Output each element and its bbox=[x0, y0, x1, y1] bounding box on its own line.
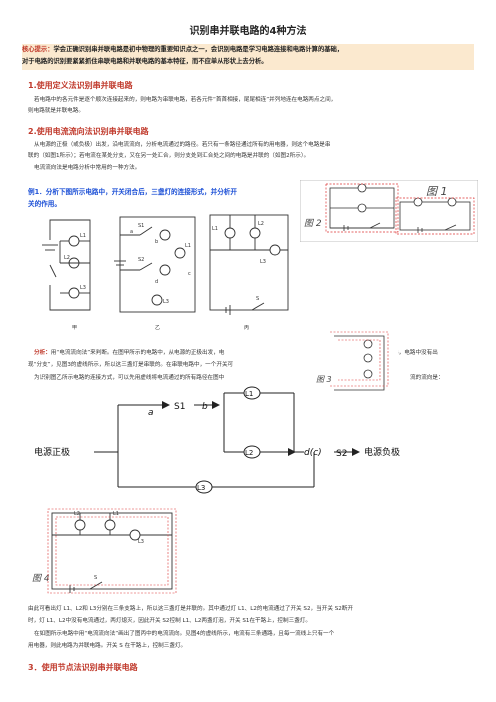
figure-4-label: 图 4 bbox=[32, 573, 50, 584]
flow-a: a bbox=[148, 408, 154, 418]
analysis-line1b: L3，电路中没有出 bbox=[392, 350, 438, 356]
conclusion-line2: 时，灯 L1、L2中没有电流通过，两灯熄灭，因此开关 S2控制 L1、L2两盏灯… bbox=[28, 618, 311, 624]
section2-line2: 联的（如图1所示）；若电流在某处分支，又在另一处汇合，则分支处到汇合处之间的电路… bbox=[28, 153, 310, 159]
yi-c: c bbox=[188, 271, 191, 277]
flow-positive: 电源正极 bbox=[34, 446, 70, 458]
section1-line1: 若电路中的各元件是逐个顺次连接起来的，则电路为串联电路，若各元件“首首相接，尾尾… bbox=[34, 97, 337, 103]
fig4-s: S bbox=[94, 575, 97, 581]
flow-b: b bbox=[202, 402, 208, 412]
example1-text1: 分析下图所示电路中，开关闭合后，三盏灯的连接形式，并分析开 bbox=[45, 188, 237, 196]
bing-l2: L2 bbox=[258, 221, 264, 227]
yi-l1: L1 bbox=[185, 243, 191, 249]
figure-2-label: 图 2 bbox=[304, 218, 322, 229]
section1-line2: 则电路就是并联电路。 bbox=[28, 108, 84, 114]
page-title: 识别串并联电路的4种方法 bbox=[189, 26, 307, 37]
fig4-l3: L3 bbox=[138, 539, 144, 545]
analysis-line2: 现“分支”，见图3的虚线所示，所以这三盏灯是串联的。在串联电路中，一个开关可 bbox=[28, 362, 234, 368]
fig4-l2: L2 bbox=[74, 511, 80, 517]
figure-3: 图 3 bbox=[314, 330, 398, 394]
jia-l2: L2 bbox=[64, 255, 70, 261]
conclusion-line4: 用电器，则此电路为并联电路。开关 S 在干路上，控制三盏灯。 bbox=[28, 643, 187, 649]
yi-l3: L3 bbox=[163, 299, 169, 305]
yi-s1: S1 bbox=[138, 223, 144, 229]
analysis-line3b: 流的流向是： bbox=[410, 375, 444, 381]
section2-line1: 从电源的正极（或负极）出发，沿电流流向，分析电流通过的路径。若只有一条路径通过所… bbox=[34, 142, 331, 148]
flow-l1: L1 bbox=[245, 390, 253, 398]
figure-1-label: 图 1 bbox=[426, 185, 448, 198]
yi-s2: S2 bbox=[138, 257, 144, 263]
example1-text2: 关的作用。 bbox=[28, 200, 61, 208]
figure-4: 图 4 L2 L1 L3 S bbox=[32, 508, 177, 594]
section1-heading: 1.使用定义法识别串并联电路 bbox=[28, 81, 133, 90]
analysis-line1-text: 用“电流流向法”来判断。在图甲所示的电路中，从电源的正极出发，电 bbox=[50, 350, 225, 356]
jia-l1: L1 bbox=[80, 233, 86, 239]
figure-1-2-panel: 图 1 图 2 bbox=[300, 180, 478, 242]
section2-line3: 电流流向法是电路分析中常用的一种方法。 bbox=[34, 165, 141, 171]
analysis-line1: 分析：用“电流流向法”来判断。在图甲所示的电路中，从电源的正极出发，电 bbox=[34, 348, 224, 359]
jia-caption: 甲 bbox=[72, 325, 77, 331]
flow-l2: L2 bbox=[245, 449, 253, 457]
flow-l3: L3 bbox=[197, 484, 205, 492]
bing-caption: 丙 bbox=[244, 325, 249, 331]
yi-d: d bbox=[155, 279, 158, 285]
figure-3-label: 图 3 bbox=[316, 375, 332, 384]
yi-b: b bbox=[155, 239, 158, 245]
conclusion-line1: 由此可看出灯 L1、L2和 L3分别在三条支路上，所以这三盏灯是并联的。其中通过… bbox=[28, 606, 353, 612]
core-tip-line2: 对于电路的识别要紧紧抓住串联电路和并联电路的基本特征，而不应单从形状上去分析。 bbox=[22, 58, 268, 65]
core-tip-label: 核心提示： bbox=[22, 46, 54, 53]
jia-l3: L3 bbox=[80, 285, 86, 291]
conclusion-line3: 在如图所示电路中用“电流流向法”画出了图丙中的电流流向。见图4的虚线所示，电流有… bbox=[34, 631, 335, 637]
current-flow-diagram: 电源正极 S1 a b L1 L2 L3 d(c) S2 电源负极 bbox=[34, 386, 400, 494]
section3-heading: 3．使用节点法识别串并联电路 bbox=[28, 663, 138, 672]
yi-caption: 乙 bbox=[155, 324, 160, 331]
circuits-jia-yi-bing: L1 L2 L3 S1 S2 a b c d L1 L3 L1 L2 L3 S … bbox=[42, 214, 289, 331]
example1-prompt: 例1．分析下图所示电路中，开关闭合后，三盏灯的连接形式，并分析开 关的作用。 bbox=[28, 186, 298, 210]
example1-label: 例1． bbox=[28, 188, 46, 196]
section2-heading: 2.使用电流流向法识别串并联电路 bbox=[28, 127, 149, 136]
core-tip-line1: 学会正确识别串并联电路是初中物理的重要知识点之一，会识别电路是学习电路连接和电路… bbox=[53, 46, 344, 53]
analysis-label: 分析： bbox=[34, 350, 51, 356]
yi-a: a bbox=[130, 229, 133, 235]
flow-s1: S1 bbox=[174, 402, 185, 412]
analysis-line3: 为识别图乙所示电路的连接方式，可以先用虚线将电流通过的所有路径在图中 bbox=[34, 375, 225, 381]
bing-l3: L3 bbox=[260, 259, 266, 265]
fig4-l1: L1 bbox=[113, 511, 119, 517]
flow-dc: d(c) bbox=[304, 448, 322, 458]
flow-s2: S2 bbox=[336, 449, 347, 459]
core-tip-box: 核心提示：学会正确识别串并联电路是初中物理的重要知识点之一，会识别电路是学习电路… bbox=[22, 44, 474, 70]
flow-negative: 电源负极 bbox=[364, 446, 400, 458]
bing-l1: L1 bbox=[212, 226, 218, 232]
bing-s: S bbox=[256, 296, 259, 302]
